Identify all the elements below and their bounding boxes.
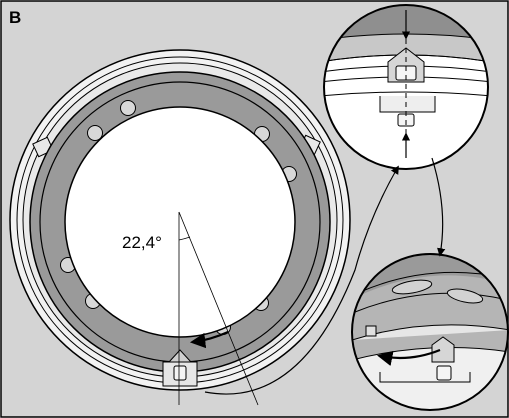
bottom-detail-view bbox=[351, 253, 509, 411]
angle-arc bbox=[178, 236, 191, 241]
angle-label: 22,4° bbox=[122, 233, 162, 252]
bottom-bracket bbox=[162, 349, 198, 387]
rotation-arrow-icon bbox=[376, 348, 441, 366]
rotation-arrow-icon bbox=[189, 330, 229, 349]
detail-arrow-icon bbox=[204, 165, 399, 395]
top-detail-view bbox=[323, 4, 489, 170]
detail-arrow-icon bbox=[431, 157, 446, 257]
panel-letter: B bbox=[9, 8, 21, 27]
main-ring-assembly bbox=[9, 49, 351, 391]
inner-opening bbox=[64, 106, 296, 338]
angled-reference-line bbox=[178, 211, 259, 406]
